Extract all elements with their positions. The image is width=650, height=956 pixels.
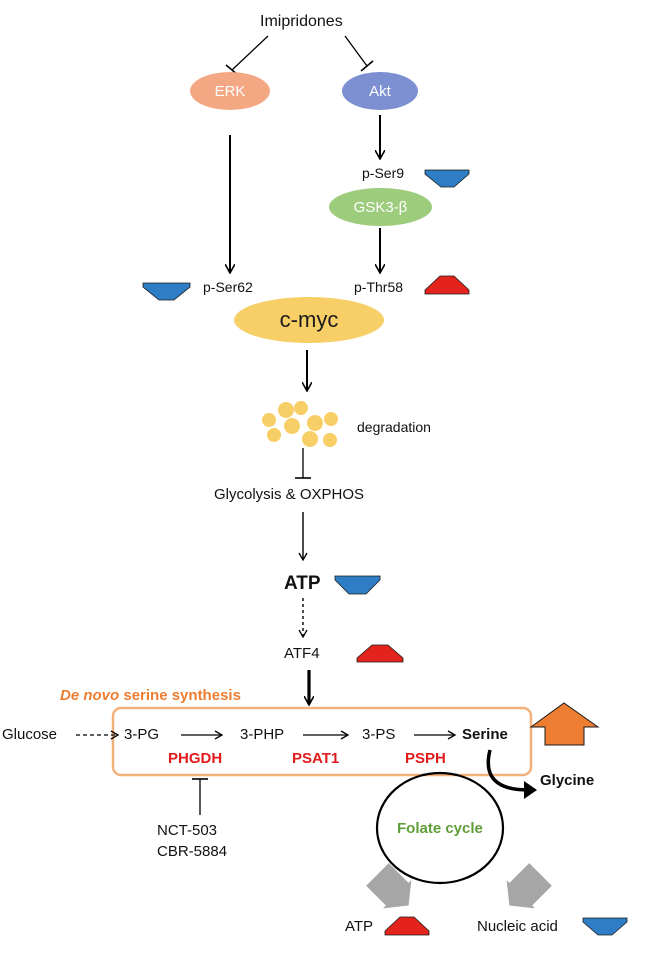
erk-label: ERK bbox=[214, 82, 246, 100]
atp-output-up-arrow bbox=[384, 916, 430, 936]
atp-output-arrow bbox=[366, 863, 412, 909]
inhibit-akt-line bbox=[344, 35, 368, 67]
glycine-label: Glycine bbox=[540, 772, 595, 789]
psat1-label: PSAT1 bbox=[292, 750, 340, 767]
pthr58-up-arrow bbox=[424, 275, 470, 295]
nucleic-acid-label: Nucleic acid bbox=[477, 918, 558, 935]
degradation-label: degradation bbox=[357, 419, 431, 435]
gsk3b-label: GSK3-β bbox=[353, 198, 408, 216]
folate-cycle-label: Folate cycle bbox=[397, 820, 483, 837]
inhibitor-nct503: NCT-503 bbox=[157, 822, 218, 839]
cmyc-label: c-myc bbox=[279, 307, 339, 332]
atf4-up-arrow bbox=[356, 644, 404, 663]
serine-synthesis-box bbox=[111, 706, 533, 777]
degradation-dots bbox=[262, 401, 338, 447]
atf4-label: ATF4 bbox=[284, 645, 320, 662]
pser9-down-arrow bbox=[424, 169, 470, 188]
php-label: 3-PHP bbox=[240, 726, 285, 743]
phgdh-label: PHGDH bbox=[168, 750, 223, 767]
pser62-down-arrow bbox=[142, 282, 191, 301]
imipridones-label: Imipridones bbox=[260, 13, 343, 30]
glucose-label: Glucose bbox=[2, 726, 58, 743]
serine-label: Serine bbox=[462, 726, 508, 743]
cmyc-node: c-myc bbox=[234, 297, 384, 343]
atp-label: ATP bbox=[284, 573, 321, 594]
pser9-label: p-Ser9 bbox=[362, 165, 405, 181]
nucleic-down-arrow bbox=[582, 917, 628, 936]
inhibitor-cbr5884: CBR-5884 bbox=[157, 843, 228, 860]
gsk3b-node: GSK3-β bbox=[329, 188, 432, 226]
akt-label: Akt bbox=[369, 82, 391, 100]
nucleic-output-arrow bbox=[506, 863, 552, 909]
serine-synthesis-title-italic: De novo bbox=[60, 687, 120, 704]
atp-down-arrow bbox=[334, 575, 381, 595]
folate-cycle-circle bbox=[375, 771, 505, 885]
inhibit-akt-bar bbox=[360, 60, 374, 72]
pg-label: 3-PG bbox=[124, 726, 160, 743]
glycolysis-label: Glycolysis & OXPHOS bbox=[214, 486, 365, 503]
atp-output-label: ATP bbox=[345, 918, 374, 935]
serine-glycine-arrow bbox=[486, 749, 529, 792]
serine-synthesis-title: De novo serine synthesis bbox=[60, 688, 241, 703]
serine-glycine-arrowhead bbox=[524, 781, 537, 799]
psph-label: PSPH bbox=[405, 750, 446, 767]
serine-synthesis-title-rest: serine synthesis bbox=[119, 687, 241, 704]
serine-up-arrow bbox=[529, 702, 600, 746]
ps-label: 3-PS bbox=[362, 726, 396, 743]
erk-node: ERK bbox=[190, 72, 270, 110]
akt-node: Akt bbox=[342, 72, 418, 110]
pthr58-label: p-Thr58 bbox=[354, 279, 404, 295]
pser62-label: p-Ser62 bbox=[203, 279, 253, 295]
inhibit-erk-line bbox=[231, 35, 269, 71]
